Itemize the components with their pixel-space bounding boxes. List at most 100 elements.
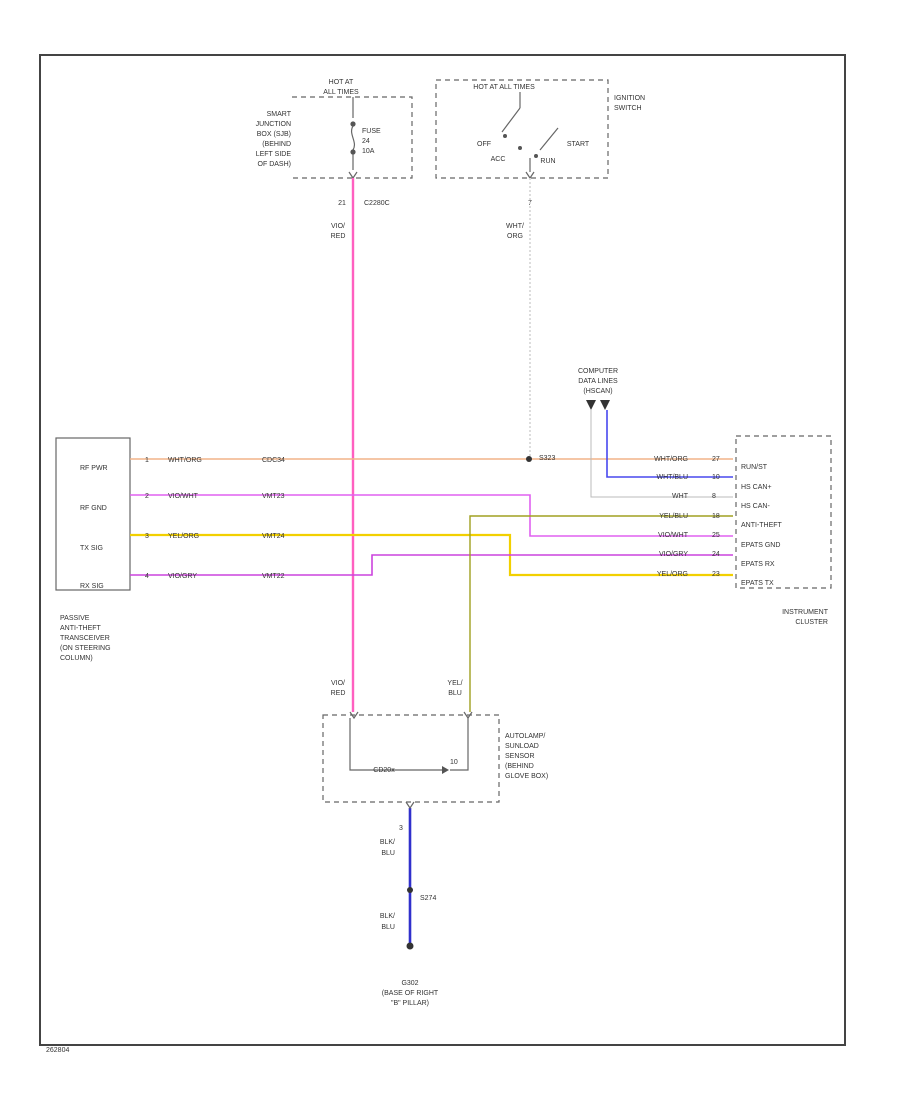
sensor-left-wire-label-1: VIO/ — [331, 680, 345, 687]
cluster-pin-wire: WHT/ORG — [654, 456, 688, 463]
sensor-label-2: SUNLOAD — [505, 743, 539, 750]
blk-blu-wire-label-1b: BLU — [381, 850, 395, 857]
fuse-label-3: 10A — [362, 148, 375, 155]
transceiver-pin-wire: VIO/WHT — [168, 493, 199, 500]
cluster-label-1: INSTRUMENT — [782, 609, 829, 616]
transceiver-pin-circuit: CDC34 — [262, 457, 285, 464]
transceiver-label-5: COLUMN) — [60, 655, 93, 662]
switch-blade-2 — [539, 127, 559, 151]
sensor-label-5: GLOVE BOX) — [505, 773, 548, 780]
splice-s323-label: S323 — [539, 455, 555, 462]
sjb-label-4: (BEHIND — [262, 141, 291, 148]
transceiver-pin-number: 4 — [145, 573, 149, 580]
transceiver-pin-2: RF GND 2 VIO/WHT VMT23 — [80, 493, 285, 512]
cluster-pin-number: 23 — [712, 571, 720, 578]
fuse-label-1: FUSE — [362, 128, 381, 135]
sensor-connector-left — [349, 711, 359, 720]
sjb-box — [292, 96, 413, 179]
transceiver-label-3: TRANSCEIVER — [60, 635, 110, 642]
cluster-pin-wire: VIO/GRY — [659, 551, 688, 558]
cluster-box — [735, 435, 832, 589]
data-line-arrow-1 — [586, 400, 596, 410]
switch-blade-1 — [501, 107, 521, 133]
sensor-label-1: AUTOLAMP/ — [505, 733, 545, 740]
ignition-switch-box — [435, 79, 609, 179]
cluster-pin-wire: VIO/WHT — [658, 532, 689, 539]
transceiver-pin-4: RX SIG 4 VIO/GRY VMT22 — [80, 573, 285, 590]
cluster-pin-2: WHT/BLU 10 HS CAN+ — [657, 474, 772, 491]
cluster-pin-wire: YEL/ORG — [657, 571, 688, 578]
blk-blu-wire-label-2b: BLU — [381, 924, 395, 931]
cluster-pin-number: 25 — [712, 532, 720, 539]
sjb-connector-mark — [348, 171, 358, 180]
sensor-pin: 10 — [450, 759, 458, 766]
cluster-pin-1: WHT/ORG 27 RUN/ST — [654, 456, 768, 471]
splice-s323 — [526, 456, 532, 462]
splice-s274 — [407, 887, 413, 893]
cluster-pin-label: HS CAN+ — [741, 484, 772, 491]
vio-red-wire-label-2: RED — [331, 233, 346, 240]
wire-layer — [130, 178, 733, 946]
transceiver-pin-label: RF GND — [80, 505, 107, 512]
switch-run-label: RUN — [540, 158, 555, 165]
fuse-element — [350, 125, 356, 151]
data-lines-label-1: COMPUTER — [578, 368, 618, 375]
transceiver-pin-circuit: VMT22 — [262, 573, 285, 580]
cluster-pin-label: EPATS GND — [741, 542, 780, 549]
transceiver-label-4: (ON STEERING — [60, 645, 111, 652]
transceiver-pin-label: RF PWR — [80, 465, 108, 472]
transceiver-pin-wire: WHT/ORG — [168, 457, 202, 464]
switch-start-label: START — [567, 141, 590, 148]
sensor-left-wire-label-2: RED — [331, 690, 346, 697]
cluster-pin-wire: YEL/BLU — [659, 513, 688, 520]
fuse-terminal-top — [350, 121, 356, 127]
cluster-pin-number: 10 — [712, 474, 720, 481]
sjb-pin: 21 — [338, 200, 346, 207]
ground-label-1: G302 — [401, 980, 418, 987]
cluster-pin-3: WHT 8 HS CAN- — [672, 493, 770, 510]
data-lines-label-3: (HSCAN) — [583, 388, 612, 395]
blk-blu-wire-label-1a: BLK/ — [380, 839, 395, 846]
cluster-pin-label: RUN/ST — [741, 464, 768, 471]
hot-at-label-2: ALL TIMES — [323, 89, 359, 96]
sensor-box — [322, 714, 500, 803]
transceiver-pin-1: RF PWR 1 WHT/ORG CDC34 — [80, 457, 285, 472]
transceiver-pin-number: 2 — [145, 493, 149, 500]
sensor-right-wire-label-2: BLU — [448, 690, 462, 697]
transceiver-pin-number: 1 — [145, 457, 149, 464]
cluster-pin-4: YEL/BLU 18 ANTI-THEFT — [659, 513, 782, 529]
cluster-pin-number: 24 — [712, 551, 720, 558]
diagram-frame — [39, 54, 846, 1046]
sensor-internal-right — [450, 718, 469, 771]
sensor-ground-connector — [405, 801, 415, 810]
fuse-terminal-bottom — [350, 149, 356, 155]
ground-point — [406, 942, 414, 950]
switch-contact-acc — [518, 146, 522, 150]
wire-wht — [590, 410, 733, 498]
sensor-inner-label: CD20x — [373, 767, 395, 774]
fuse-label-2: 24 — [362, 138, 370, 145]
wire-yel-blu — [469, 515, 733, 712]
sensor-label-4: (BEHIND — [505, 763, 534, 770]
wire-wht-blu — [606, 410, 733, 478]
data-lines-label-2: DATA LINES — [578, 378, 618, 385]
ground-label-3: "B" PILLAR) — [391, 1000, 429, 1007]
ignition-switch-label-1: IGNITION — [614, 95, 645, 102]
sensor-internal-left — [349, 718, 446, 771]
wht-org-wire-label-1: WHT/ — [506, 223, 524, 230]
sjb-label-5: LEFT SIDE — [256, 151, 292, 158]
sensor-internal-arrow — [442, 766, 449, 774]
cluster-pin-6: VIO/GRY 24 EPATS RX — [659, 551, 775, 568]
switch-off-label: OFF — [477, 141, 491, 148]
transceiver-label-2: ANTI-THEFT — [60, 625, 102, 632]
splice-s274-label: S274 — [420, 895, 436, 902]
switch-acc-label: ACC — [491, 156, 506, 163]
sensor-label-3: SENSOR — [505, 753, 535, 760]
cluster-pin-label: EPATS TX — [741, 580, 774, 587]
transceiver-pin-number: 3 — [145, 533, 149, 540]
transceiver-pin-label: RX SIG — [80, 583, 104, 590]
sjb-label-3: BOX (SJB) — [257, 131, 291, 138]
transceiver-label-1: PASSIVE — [60, 615, 90, 622]
cluster-pin-number: 8 — [712, 493, 716, 500]
